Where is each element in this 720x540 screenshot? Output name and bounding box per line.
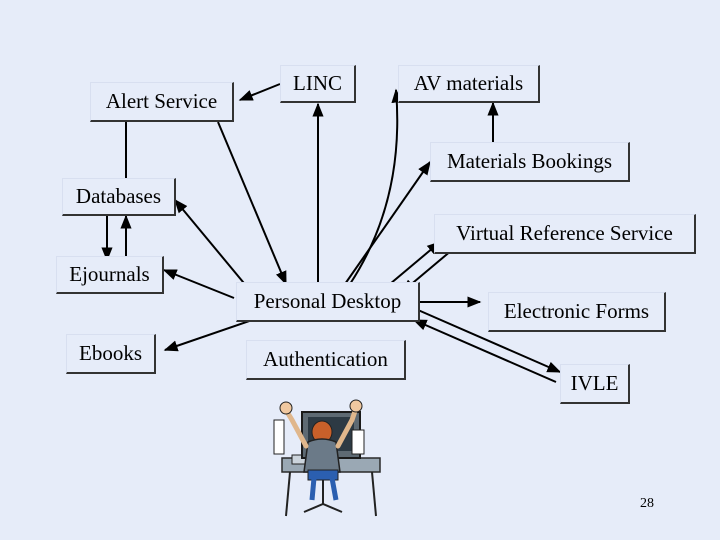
alert-service-box: Alert Service — [90, 82, 234, 122]
paper-stack — [273, 419, 285, 455]
person-hand — [279, 401, 293, 415]
authentication-box: Authentication — [246, 340, 406, 380]
electronic-forms-box: Electronic Forms — [488, 292, 666, 332]
connector-linc-alert — [238, 83, 281, 101]
virtual-reference-service-box: Virtual Reference Service — [434, 214, 696, 254]
page-number: 28 — [640, 496, 654, 511]
connector-ejournals-desktop — [162, 269, 235, 299]
chair-base — [303, 502, 343, 513]
person-hand — [349, 399, 363, 413]
av-materials-box: AV materials — [398, 65, 540, 103]
desk-leg — [285, 471, 291, 517]
stressed-user-illustration — [273, 399, 381, 517]
connector-desktop-vrs-a — [389, 241, 442, 285]
person-legs — [309, 477, 339, 501]
ejournals-box: Ejournals — [56, 256, 164, 294]
connector-alert-desktop — [217, 121, 287, 286]
databases-box: Databases — [62, 178, 176, 216]
person-body — [303, 438, 341, 473]
ivle-box: IVLE — [560, 364, 630, 404]
connector-desktop-bookings — [344, 160, 431, 285]
connector-desktop-ivle-a — [417, 309, 562, 373]
desk-leg — [371, 471, 377, 517]
connector-databases-desktop — [174, 198, 249, 289]
connector-desktop-ebooks — [163, 317, 259, 352]
connector-desktop-av — [349, 88, 403, 285]
personal-desktop-box: Personal Desktop — [236, 282, 420, 322]
paper-stack — [351, 429, 365, 455]
connector-desktop-ivle-b — [412, 319, 557, 383]
materials-bookings-box: Materials Bookings — [430, 142, 630, 182]
linc-box: LINC — [280, 65, 356, 103]
ebooks-box: Ebooks — [66, 334, 156, 374]
